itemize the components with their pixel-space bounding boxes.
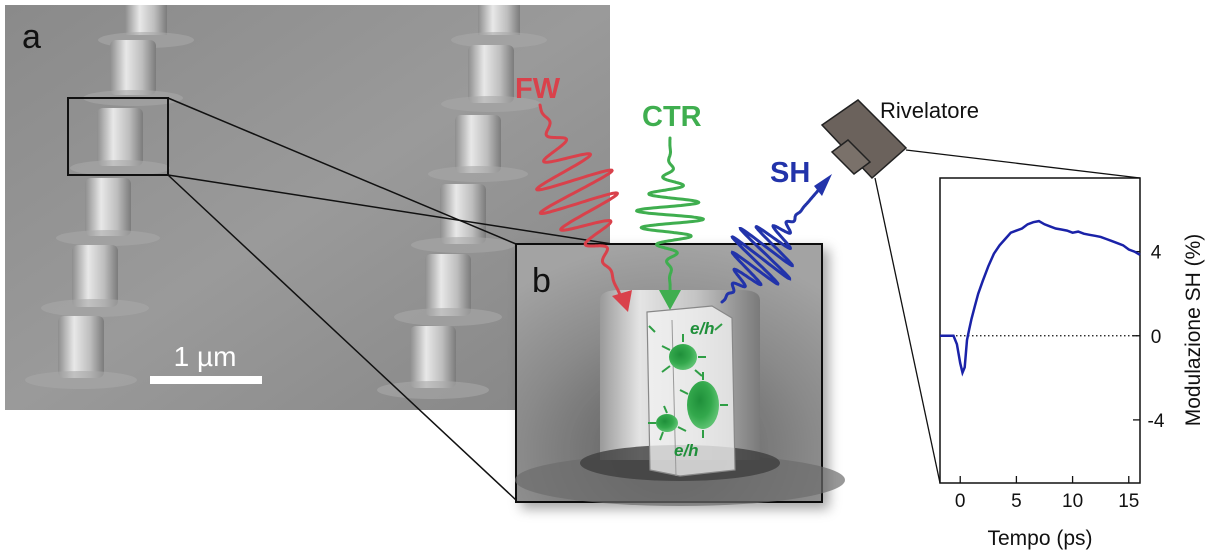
diffusion-arrows — [648, 323, 728, 441]
panel-a-label: a — [22, 18, 41, 56]
zoom-lines — [167, 97, 613, 501]
x-tick-label: 5 — [1011, 491, 1022, 512]
panel-a-sem-image: 1 µm a — [5, 5, 610, 410]
fw-beam: FW — [515, 73, 632, 312]
sh-label: SH — [770, 157, 810, 189]
x-tick-label: 15 — [1118, 491, 1139, 512]
pillar-row-left — [25, 5, 194, 389]
x-tick-label: 0 — [955, 491, 966, 512]
carrier-blob — [687, 381, 719, 429]
carrier-label: e/h — [674, 441, 699, 460]
y-axis-label: Modulazione SH (%) — [1182, 234, 1205, 427]
series-line — [940, 219, 1141, 377]
carrier-label: e/h — [690, 319, 715, 338]
y-tick-label: -4 — [1148, 411, 1165, 432]
detector: Rivelatore — [820, 98, 1141, 484]
panel-b-content: e/h e/h b — [515, 262, 845, 506]
panel-b-label: b — [532, 262, 551, 300]
detector-label: Rivelatore — [880, 98, 979, 123]
zoom-box — [67, 97, 169, 176]
y-tick-label: 0 — [1151, 327, 1162, 348]
x-axis-label: Tempo (ps) — [987, 527, 1092, 550]
scale-bar — [150, 376, 262, 384]
scale-bar-label: 1 µm — [174, 341, 237, 372]
sh-beam: SH — [720, 157, 832, 304]
carrier-blob — [669, 344, 697, 370]
y-tick-label: 4 — [1151, 243, 1162, 264]
x-tick-label: 10 — [1062, 491, 1083, 512]
carrier-blob — [656, 414, 678, 432]
ctr-label: CTR — [642, 101, 702, 133]
plot-frame — [939, 177, 1141, 484]
sh-modulation-chart: 0 5 10 15 4 0 -4 Tempo (ps) Modulazione SH (%… — [939, 177, 1205, 550]
ctr-beam: CTR — [635, 101, 705, 310]
fw-label: FW — [515, 73, 561, 105]
pillar-row-right — [377, 5, 547, 399]
